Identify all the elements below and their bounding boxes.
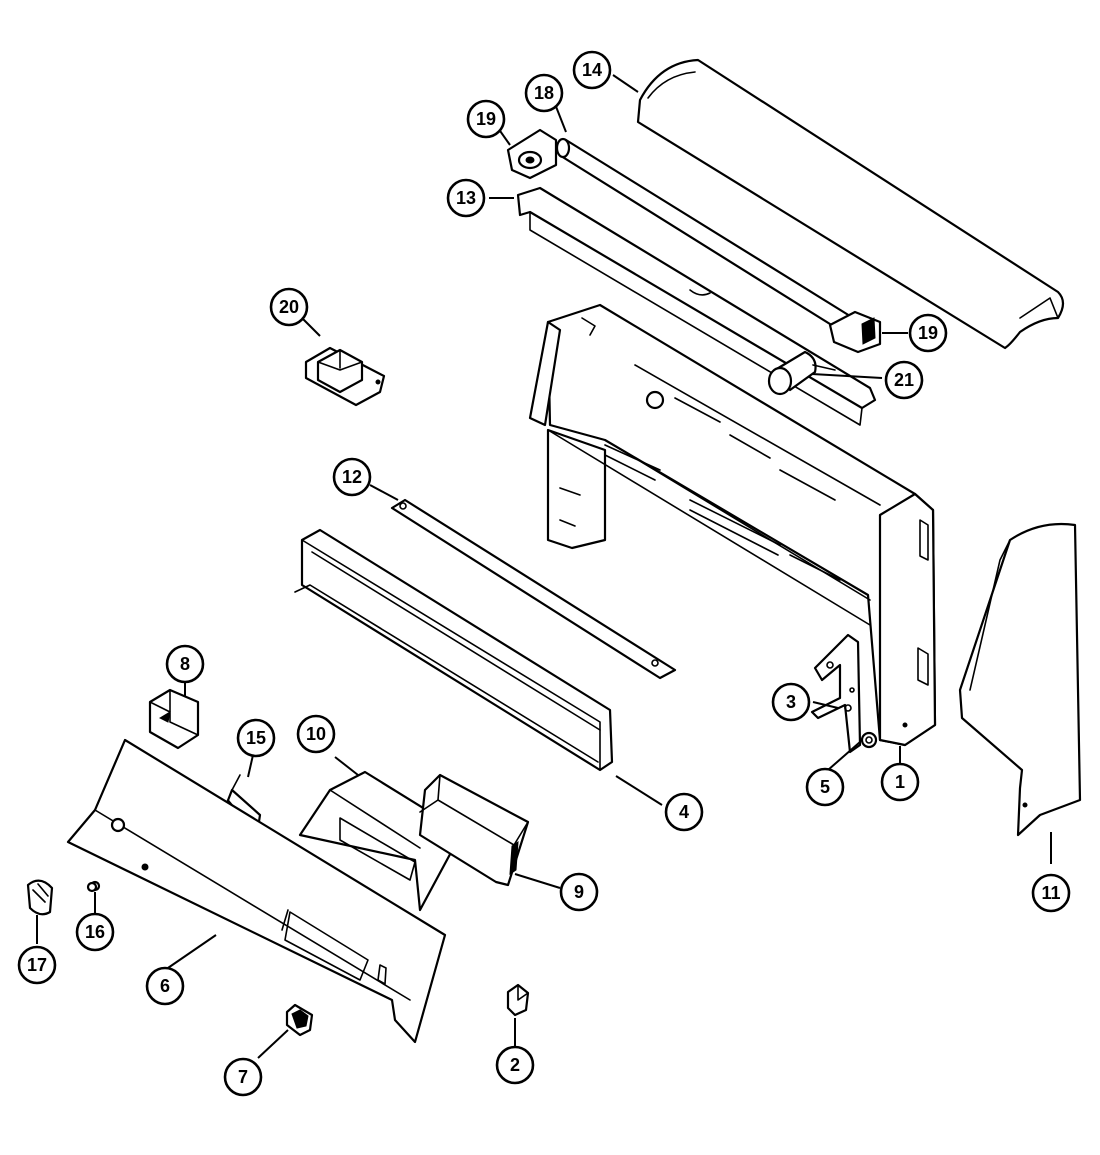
callout-12: 12 <box>332 457 372 497</box>
part-13-bracket <box>516 186 877 426</box>
callout-19-lower-label: 19 <box>918 323 938 343</box>
callout-13-label: 13 <box>456 188 476 208</box>
callout-4-label: 4 <box>679 802 689 822</box>
callout-17: 17 <box>17 945 57 985</box>
callout-15-label: 15 <box>246 728 266 748</box>
callout-18: 18 <box>524 73 564 113</box>
part-19-lampholder-upper <box>506 128 558 180</box>
part-1-backguard-frame <box>528 303 937 747</box>
callout-9: 9 <box>559 872 599 912</box>
part-4-channel <box>294 528 614 772</box>
callout-15: 15 <box>236 718 276 758</box>
callout-2-label: 2 <box>510 1055 520 1075</box>
callout-8: 8 <box>165 644 205 684</box>
part-5-grommet <box>860 731 878 749</box>
callout-21-label: 21 <box>894 370 914 390</box>
part-9-control-board <box>418 773 530 887</box>
callout-20: 20 <box>269 287 309 327</box>
callout-17-label: 17 <box>27 955 47 975</box>
callout-16-label: 16 <box>85 922 105 942</box>
callout-20-label: 20 <box>279 297 299 317</box>
callout-16: 16 <box>75 912 115 952</box>
part-21-starter <box>767 350 836 396</box>
callout-14: 14 <box>572 50 612 90</box>
part-11-side-trim <box>958 522 1082 837</box>
callout-5: 5 <box>805 767 845 807</box>
callout-14-label: 14 <box>582 60 602 80</box>
callout-5-label: 5 <box>820 777 830 797</box>
callout-11: 11 <box>1031 873 1071 913</box>
part-6-control-panel <box>66 738 447 1044</box>
part-16-spring <box>86 880 101 893</box>
callout-21: 21 <box>884 360 924 400</box>
part-2-bracket <box>506 983 530 1017</box>
callout-19-upper: 19 <box>466 99 506 139</box>
callout-9-label: 9 <box>574 882 584 902</box>
callout-7: 7 <box>223 1057 263 1097</box>
part-3-bracket <box>810 633 862 754</box>
part-17-knob <box>26 879 54 916</box>
callout-19-upper-label: 19 <box>476 109 496 129</box>
part-14-top-trim <box>636 58 1065 350</box>
callout-10-label: 10 <box>306 724 326 744</box>
callout-6: 6 <box>145 966 185 1006</box>
part-7-rocker-switch <box>285 1003 314 1037</box>
callout-11-label: 11 <box>1041 883 1060 903</box>
callout-6-label: 6 <box>160 976 170 996</box>
part-19-lampholder-lower <box>828 310 882 354</box>
part-20-ballast <box>304 346 386 407</box>
part-8-switch <box>148 688 200 750</box>
callout-10: 10 <box>296 714 336 754</box>
callout-13: 13 <box>446 178 486 218</box>
callout-7-label: 7 <box>238 1067 248 1087</box>
callout-3-label: 3 <box>786 692 796 712</box>
callout-8-label: 8 <box>180 654 190 674</box>
callout-12-label: 12 <box>342 467 362 487</box>
callout-1-label: 1 <box>895 772 905 792</box>
part-12-rail <box>390 498 677 680</box>
leader-lines <box>36 74 1052 1059</box>
callout-2: 2 <box>495 1045 535 1085</box>
callout-4: 4 <box>664 792 704 832</box>
callout-3: 3 <box>771 682 811 722</box>
callout-18-label: 18 <box>534 83 554 103</box>
callout-19-lower: 19 <box>908 313 948 353</box>
callout-1: 1 <box>880 762 920 802</box>
